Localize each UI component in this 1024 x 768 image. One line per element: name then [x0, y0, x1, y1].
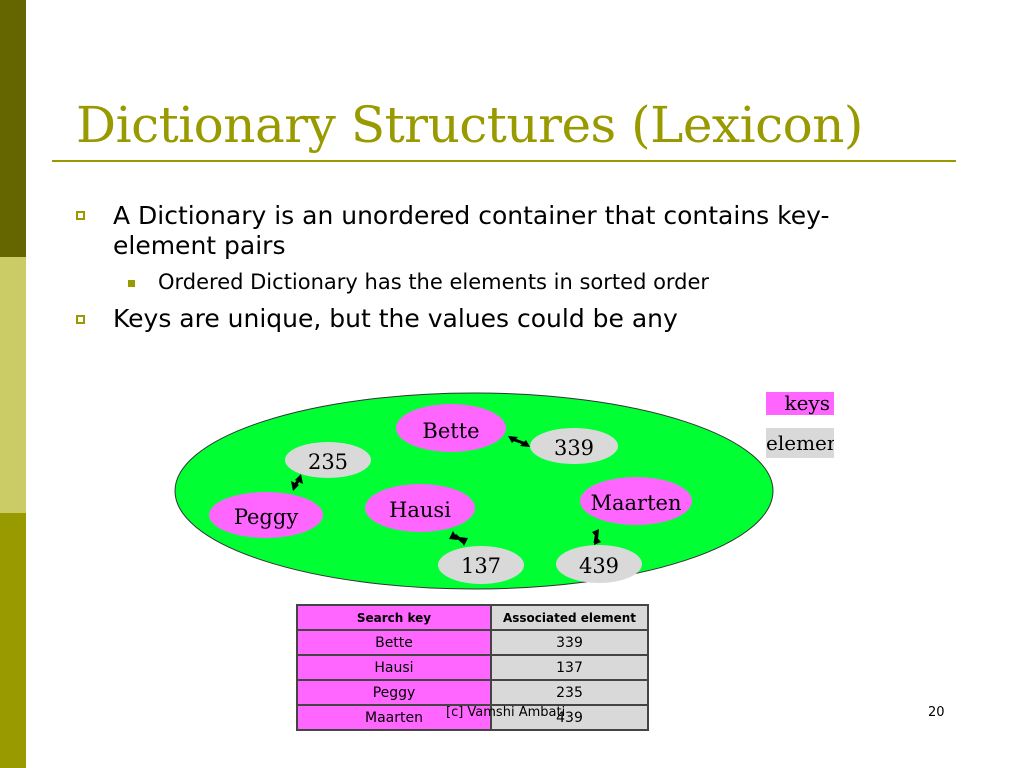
- bullet-square-icon: [76, 315, 85, 324]
- cell-element: 439: [490, 704, 649, 731]
- cell-element: 235: [490, 679, 649, 706]
- element-node-137: [438, 546, 524, 584]
- cell-key: Maarten: [296, 704, 492, 731]
- element-label-137: 137: [461, 554, 501, 578]
- key-label-hausi: Hausi: [389, 498, 451, 522]
- bullet-text-1a: A Dictionary is an unordered container t…: [113, 201, 830, 230]
- table-row: Maarten 439: [296, 704, 649, 731]
- slide-title: Dictionary Structures (Lexicon): [76, 96, 863, 154]
- legend-elements: elemen: [766, 428, 834, 458]
- table-row: Peggy 235: [296, 679, 649, 706]
- footer-credit: [c] Vamshi Ambati: [446, 705, 566, 720]
- key-label-maarten: Maarten: [591, 491, 682, 515]
- dictionary-set-ellipse: [174, 392, 774, 590]
- element-label-339: 339: [554, 436, 594, 460]
- element-label-439: 439: [579, 554, 619, 578]
- element-node-339: [530, 428, 618, 464]
- key-label-peggy: Peggy: [234, 505, 299, 529]
- cell-key: Peggy: [296, 679, 492, 706]
- bullet-text-1b: element pairs: [113, 231, 286, 260]
- legend-keys: keys: [766, 392, 834, 415]
- cell-key: Hausi: [296, 654, 492, 681]
- bullet-text-2: Keys are unique, but the values could be…: [113, 304, 678, 333]
- element-label-235: 235: [308, 450, 348, 474]
- table-header-row: Search key Associated element: [296, 604, 649, 631]
- cell-key: Bette: [296, 629, 492, 656]
- cell-element: 137: [490, 654, 649, 681]
- side-bar-dark: [0, 0, 26, 257]
- pair-arrows: [291, 436, 601, 546]
- header-search-key: Search key: [296, 604, 492, 631]
- title-underline: [52, 160, 956, 162]
- bullet-square-icon: [76, 211, 85, 220]
- table-row: Hausi 137: [296, 654, 649, 681]
- dictionary-table: Search key Associated element Bette 339 …: [296, 604, 649, 731]
- element-node-235: [285, 442, 371, 478]
- key-node-peggy: [209, 492, 323, 538]
- slide-number: 20: [928, 705, 945, 720]
- key-node-hausi: [365, 484, 475, 532]
- key-node-bette: [396, 404, 506, 452]
- key-node-maarten: [580, 477, 692, 525]
- cell-element: 339: [490, 629, 649, 656]
- arrow-hausi-137-a: [449, 531, 458, 540]
- sub-bullet-icon: [128, 280, 135, 287]
- element-node-439: [556, 545, 642, 583]
- header-associated-element: Associated element: [490, 604, 649, 631]
- key-label-bette: Bette: [422, 419, 479, 443]
- side-bar-light: [0, 257, 26, 513]
- table-row: Bette 339: [296, 629, 649, 656]
- sub-bullet-text: Ordered Dictionary has the elements in s…: [158, 270, 710, 294]
- side-bar-olive: [0, 513, 26, 768]
